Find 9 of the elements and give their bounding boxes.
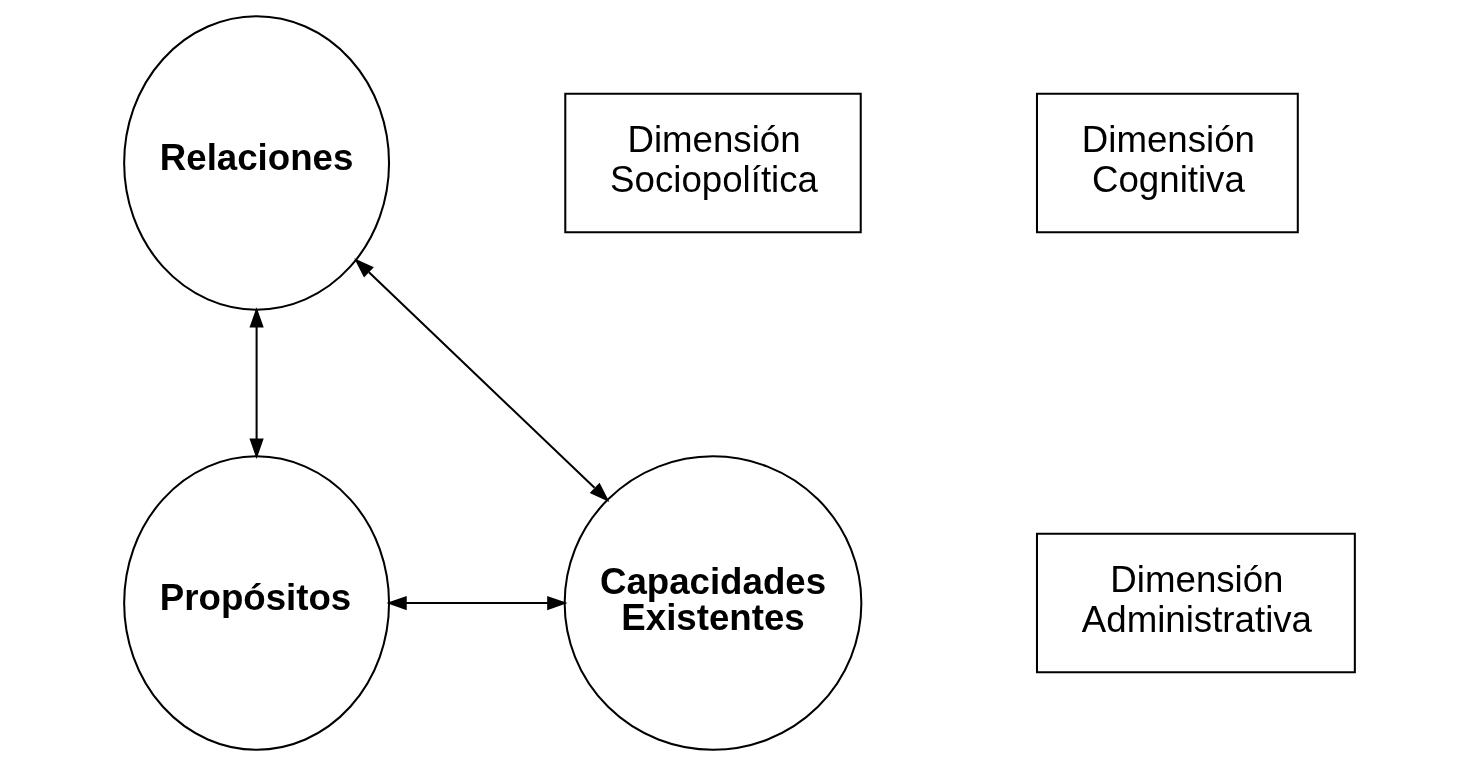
node-circle: Propósitos (122, 455, 390, 751)
node-box: Dimensión Administrativa (1035, 532, 1356, 674)
node-box: Dimensión Cognitiva (1035, 92, 1299, 234)
arrow (385, 595, 568, 611)
arrow (353, 258, 609, 503)
node-circle: Capacidades Existentes (563, 455, 862, 751)
node-circle: Relaciones (122, 15, 390, 311)
node-box: Dimensión Sociopolítica (563, 92, 862, 234)
arrow (248, 307, 264, 459)
